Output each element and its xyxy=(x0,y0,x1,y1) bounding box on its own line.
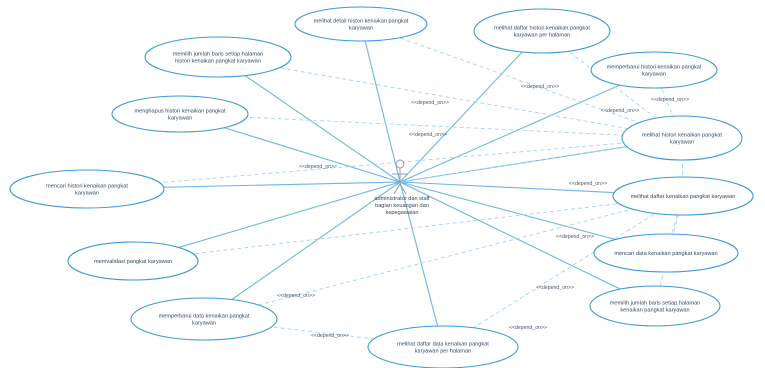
use-case-ellipse xyxy=(612,176,754,216)
depend-on-label: <<depend_on>> xyxy=(521,84,559,90)
depend-on-label: <<depend_on>> xyxy=(569,181,607,187)
use-case-ellipse xyxy=(130,297,278,341)
use-case-uc5: menghapus histori kenaikan pangkatkaryaw… xyxy=(111,95,249,133)
use-case-label: karyawan xyxy=(168,116,192,122)
use-case-ellipse xyxy=(593,233,739,273)
use-case-label: melihat daftar histori kenaikan pangkat xyxy=(494,26,590,32)
depend-on-label: <<depend_on>> xyxy=(536,285,574,291)
depend-on-label: <<depend_on>> xyxy=(651,97,689,103)
use-case-uc9: memvalidasi pangkat karyawan xyxy=(67,241,199,281)
use-case-uc13: melihat daftar data kenaikan pangkatkary… xyxy=(367,325,519,368)
depend-on-label: <<depend_on>> xyxy=(311,333,349,339)
dependency-line xyxy=(203,195,684,320)
use-case-label: memvalidasi pangkat karyawan xyxy=(94,259,172,265)
dependency-labels: <<depend_on>> <<depend_on>> <<depend_on>> <… xyxy=(277,84,689,339)
use-case-uc8: melihat daftar kenaikan pangkat karyawan xyxy=(612,176,754,216)
use-case-uc3: memilih jumlah baris setiap halamanhisto… xyxy=(144,36,292,78)
use-case-uc12: memperbarui data kenaikan pangkatkaryawa… xyxy=(130,297,278,341)
use-case-ellipse xyxy=(590,51,718,89)
use-case-ellipse xyxy=(294,6,428,42)
association-line xyxy=(399,69,655,183)
association-line xyxy=(399,181,656,307)
depend-on-label: <<depend_on>> xyxy=(556,234,594,240)
depend-on-label: <<depend_on>> xyxy=(299,164,337,170)
depend-on-label: <<depend_on>> xyxy=(411,100,449,106)
dependency-line xyxy=(399,137,683,183)
dependency-line xyxy=(442,195,684,348)
use-case-ellipse xyxy=(589,285,721,327)
use-case-ellipse xyxy=(621,115,743,161)
use-case-label: kenaikan pangkat karyawan xyxy=(620,308,689,314)
dependency-line xyxy=(203,318,444,348)
use-case-label: melihat detail histori kenaikan pangkat xyxy=(314,19,409,25)
association-line xyxy=(399,181,444,348)
use-case-label: karyawan per halaman xyxy=(514,33,571,39)
use-case-ellipse xyxy=(473,8,611,54)
dependency-line xyxy=(86,137,683,190)
association-line xyxy=(399,30,543,183)
use-case-uc2: melihat daftar histori kenaikan pangkatk… xyxy=(473,8,611,54)
use-case-ellipse xyxy=(367,325,519,368)
depend-on-label: <<depend_on>> xyxy=(409,132,447,138)
depend-on-label: <<depend_on>> xyxy=(509,325,547,331)
actor-label: bagian keuangan dan xyxy=(375,203,429,209)
depend-on-label: <<depend_on>> xyxy=(277,293,315,299)
actor-label: administrator dan staff xyxy=(374,196,430,202)
actor-label: kepegawaian xyxy=(386,210,419,216)
use-case-label: karyawan xyxy=(642,72,666,78)
use-case-label: memilih jumlah baris setiap halaman xyxy=(610,301,700,307)
use-case-label: karyawan xyxy=(349,26,373,32)
use-case-label: menghapus histori kenaikan pangkat xyxy=(134,109,226,115)
use-case-label: karyawan xyxy=(192,321,216,327)
use-case-uc4: memperbarui histori kenaikan pangkatkary… xyxy=(590,51,718,89)
stick-figure-actor-icon xyxy=(392,159,408,195)
use-case-label: histori kenaikan pangkat karyawan xyxy=(175,59,261,65)
use-case-ellipse xyxy=(9,169,165,209)
use-case-ellipse xyxy=(67,241,199,281)
use-case-label: memilih jumlah baris setiap halaman xyxy=(173,52,263,58)
dependency-line xyxy=(360,23,683,139)
association-line xyxy=(360,23,401,183)
use-case-label: melihat daftar data kenaikan pangkat xyxy=(397,342,489,348)
use-case-label: karyawan xyxy=(670,140,694,146)
use-cases: melihat detail histori kenaikan pangkatk… xyxy=(9,6,754,368)
use-case-label: karyawan per halaman xyxy=(415,349,472,355)
use-case-uc11: memilih jumlah baris setiap halamankenai… xyxy=(589,285,721,327)
use-case-ellipse xyxy=(144,36,292,78)
use-case-label: mencari histori kenaikan pangkat xyxy=(46,184,128,190)
association-line xyxy=(203,181,401,320)
use-case-label: memperbarui data kenaikan pangkat xyxy=(159,314,250,320)
relationship-lines xyxy=(86,23,684,348)
use-case-uc1: melihat detail histori kenaikan pangkatk… xyxy=(294,6,428,42)
association-line xyxy=(217,56,401,183)
use-case-label: karyawan xyxy=(75,191,99,197)
depend-on-label: <<depend_on>> xyxy=(601,108,639,114)
use-case-label: melihat daftar kenaikan pangkat karyawan xyxy=(631,194,736,200)
use-case-uc10: mencari data kenaikan pangkat karyawan xyxy=(593,233,739,273)
use-case-ellipse xyxy=(111,95,249,133)
dependency-line xyxy=(217,56,683,139)
dependency-line xyxy=(653,69,683,139)
use-case-label: memperbarui histori kenaikan pangkat xyxy=(607,65,702,71)
dependency-line xyxy=(132,195,684,262)
use-case-label: melihat histori kenaikan pangkat xyxy=(642,133,722,139)
use-case-label: mencari data kenaikan pangkat karyawan xyxy=(614,251,717,257)
